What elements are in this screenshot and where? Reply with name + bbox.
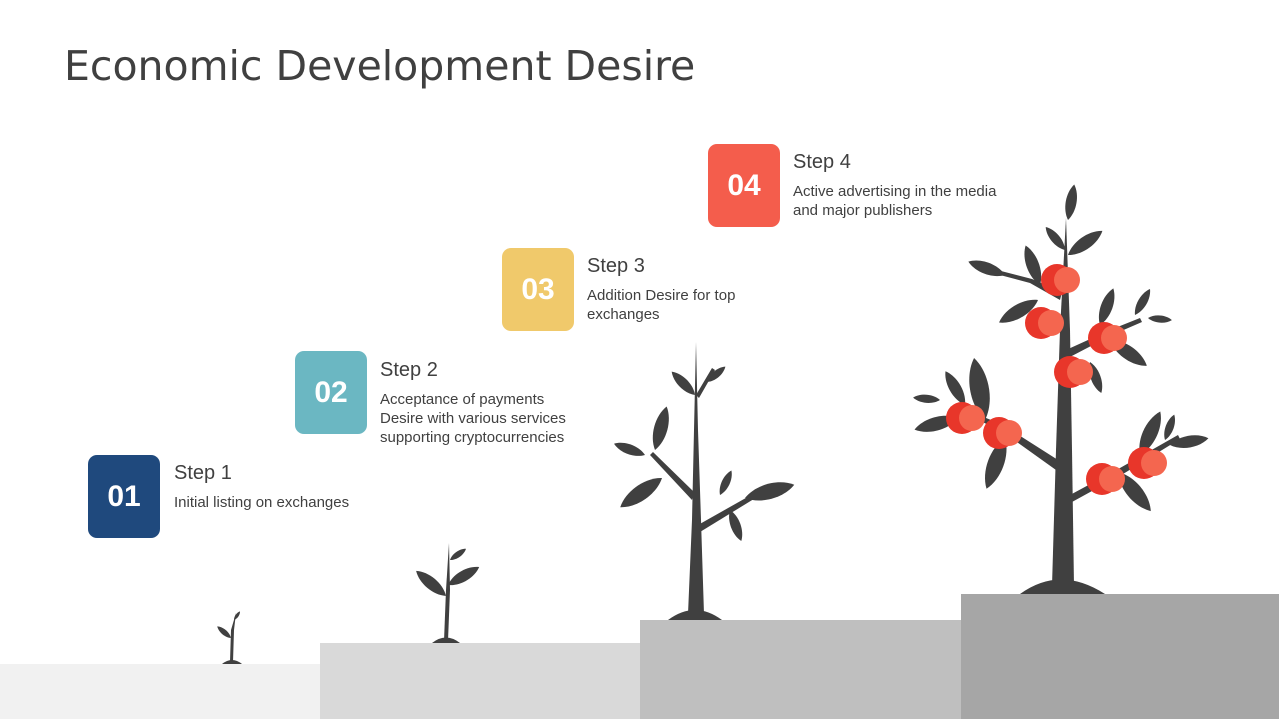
fruit-tree-icon [912,183,1210,594]
slide-title: Economic Development Desire [64,42,696,90]
step-4-number: 04 [727,168,761,202]
apple-icons [946,264,1167,495]
step-2-number: 02 [314,375,348,409]
step-4-description: Active advertising in the media and majo… [793,183,997,219]
step-3-description: Addition Desire for top exchanges [587,287,736,323]
step-1-description: Initial listing on exchanges [174,494,350,511]
platform-step-2 [320,643,640,719]
step-3-badge: 03 [502,248,574,331]
platform-step-1 [0,664,320,719]
step-3-title: Step 3 [587,255,645,277]
platform-step-3 [640,620,961,719]
sprout-icon [412,543,482,643]
step-1-badge: 01 [88,455,160,538]
step-4-badge: 04 [708,144,780,227]
platform-step-4 [961,594,1279,719]
young-tree-icon [612,342,797,620]
step-2-title: Step 2 [380,359,438,381]
step-1-number: 01 [107,479,141,513]
step-1-title: Step 1 [174,462,232,484]
step-3-number: 03 [521,272,555,306]
seedling-icon [215,610,242,664]
step-2-description: Acceptance of payments Desire with vario… [380,391,566,446]
step-4-title: Step 4 [793,151,851,173]
step-2-badge: 02 [295,351,367,434]
